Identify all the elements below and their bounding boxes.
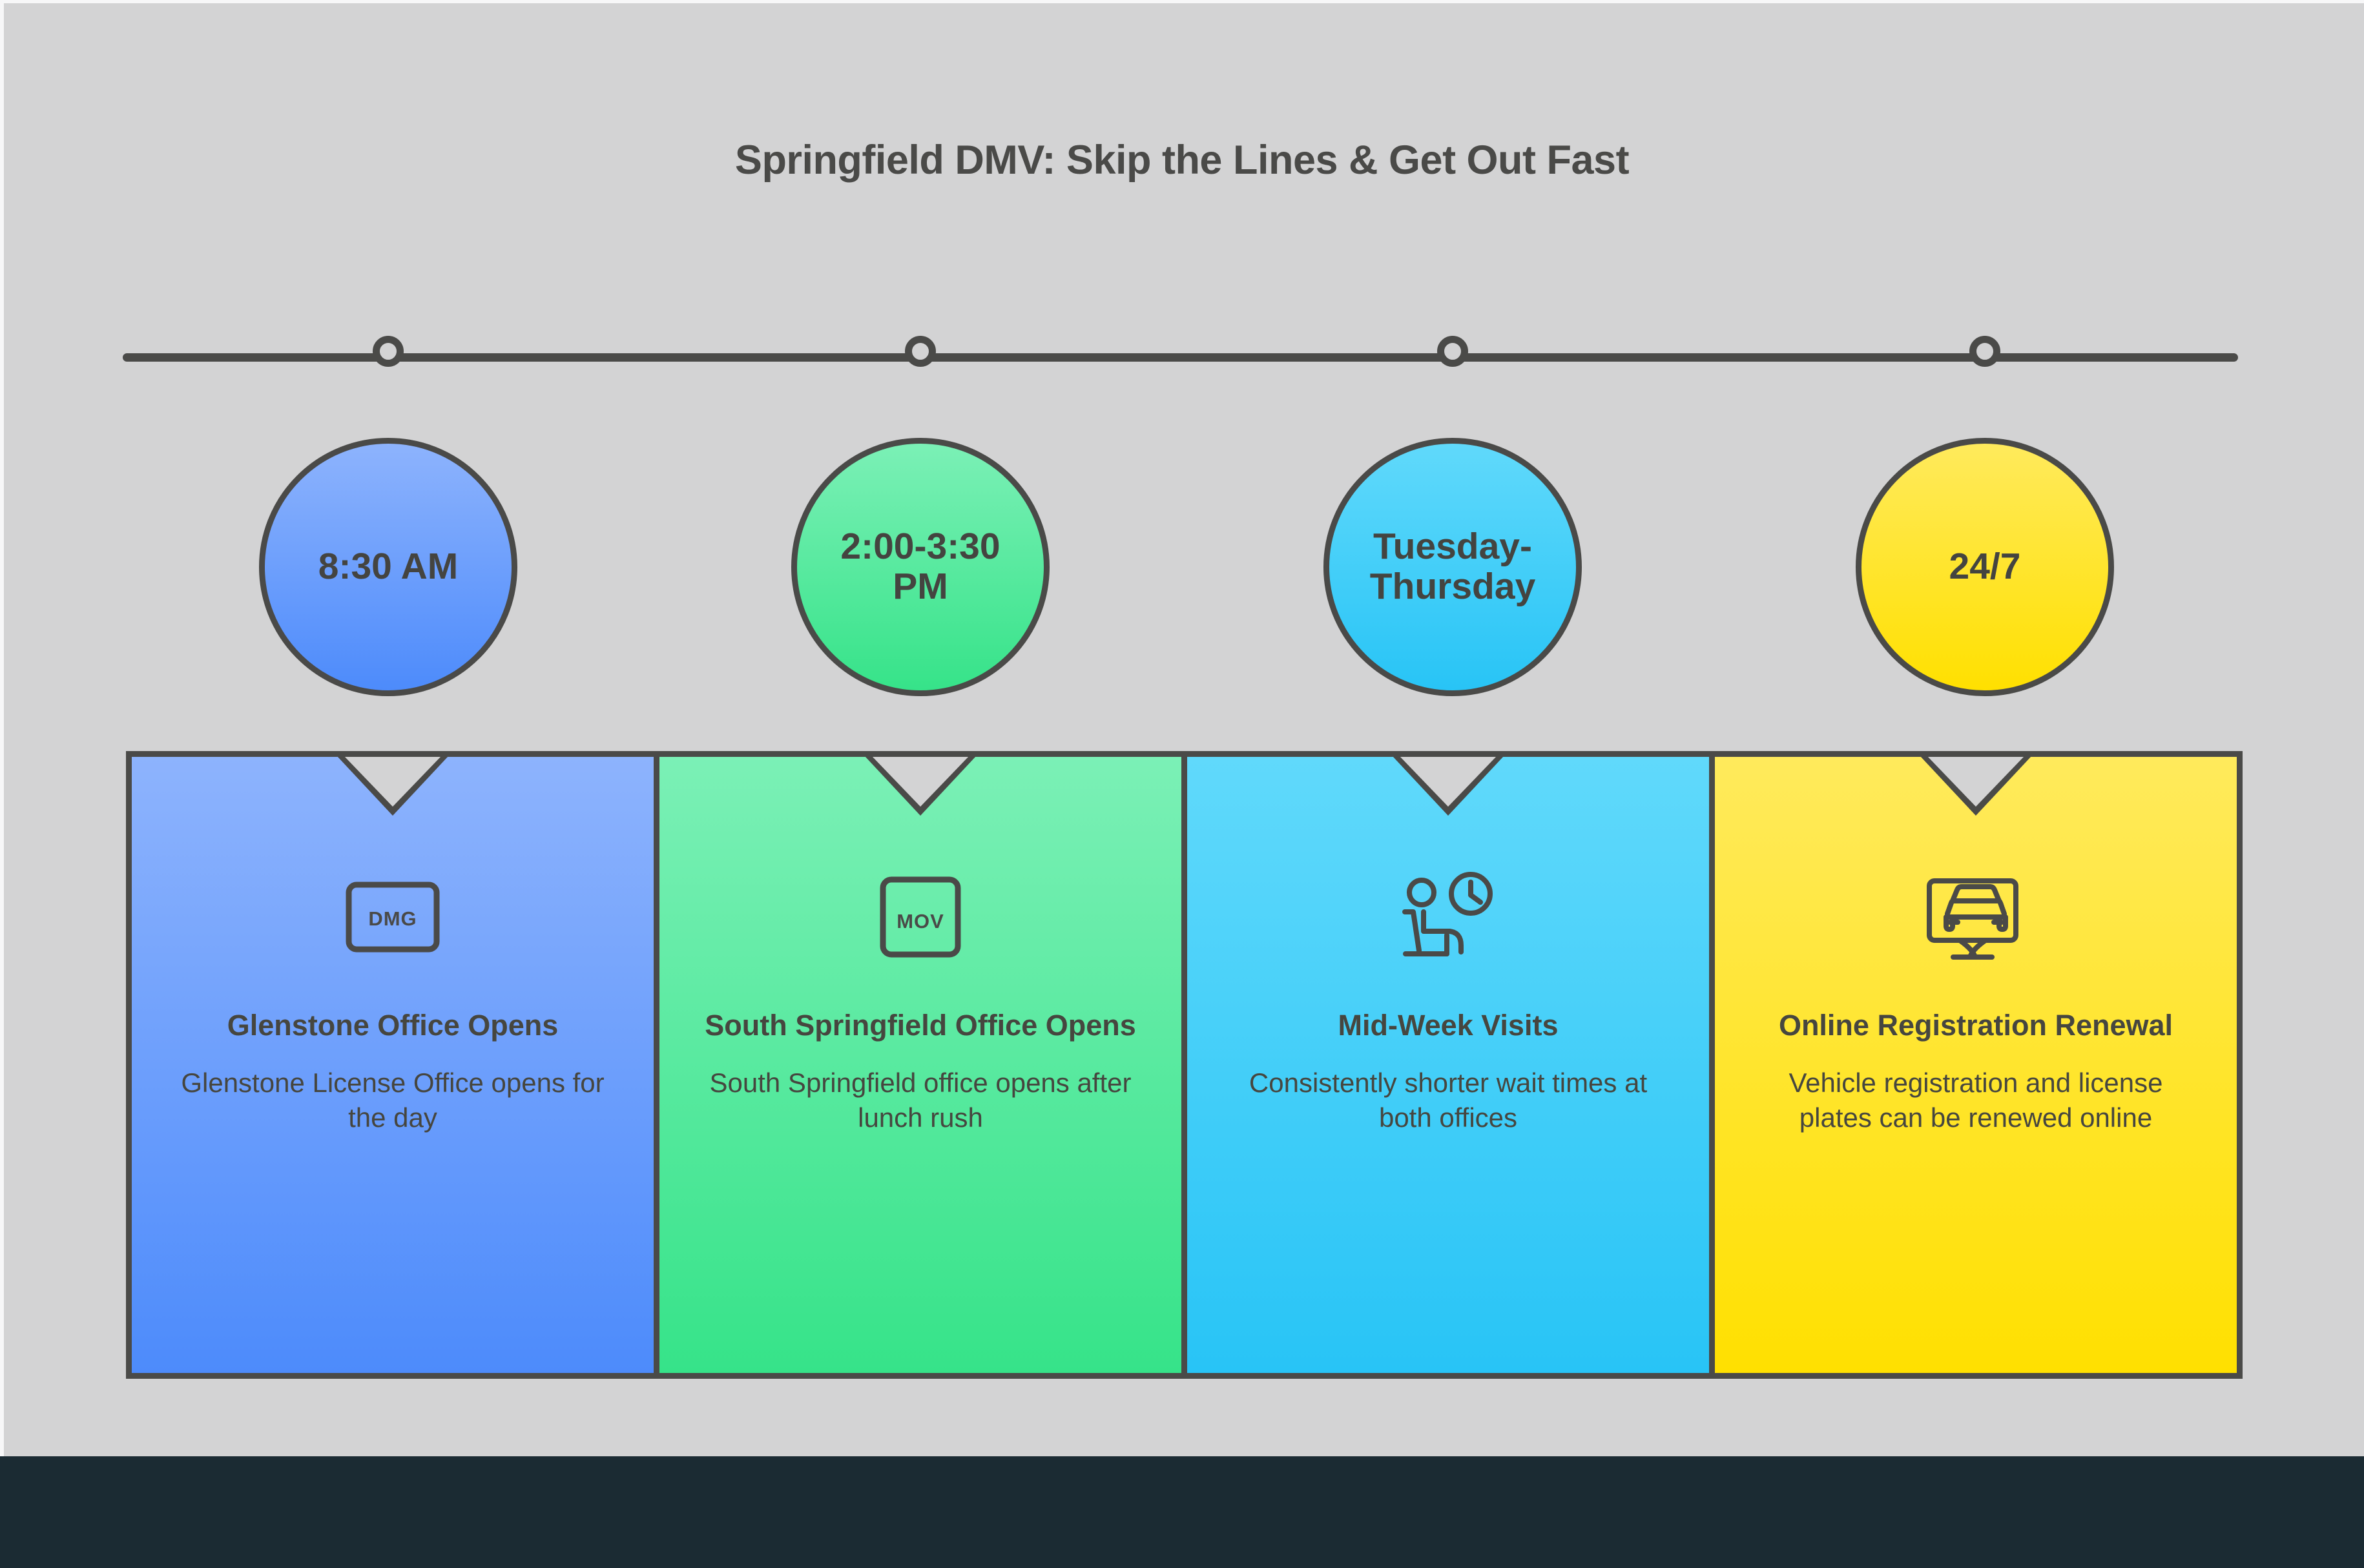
step-badge-3[interactable]: Tuesday-Thursday bbox=[1323, 438, 1582, 696]
card-notch-4 bbox=[1927, 757, 2024, 807]
step-card-desc-4: Vehicle registration and license plates … bbox=[1789, 1068, 2163, 1133]
step-card-2[interactable]: MOV South Springfield Office Opens South… bbox=[654, 757, 1181, 1373]
step-badge-1[interactable]: 8:30 AM bbox=[259, 438, 517, 696]
step-card-desc-3: Consistently shorter wait times at both … bbox=[1249, 1068, 1648, 1133]
timeline-marker-4[interactable] bbox=[1969, 336, 2000, 367]
svg-text:DMG: DMG bbox=[368, 907, 417, 930]
step-badge-label-2: 2:00-3:30 PM bbox=[840, 526, 1001, 607]
card-notch-1 bbox=[344, 757, 441, 807]
timeline-marker-3[interactable] bbox=[1437, 336, 1468, 367]
step-card-title-3: Mid-Week Visits bbox=[1338, 1009, 1559, 1042]
step-badge-2[interactable]: 2:00-3:30 PM bbox=[791, 438, 1050, 696]
seated-person-clock-icon bbox=[1396, 865, 1500, 969]
step-card-title-1: Glenstone Office Opens bbox=[227, 1009, 559, 1042]
footer-bar bbox=[0, 1456, 2364, 1568]
step-badge-label-1: 8:30 AM bbox=[318, 546, 459, 588]
step-card-4[interactable]: Online Registration Renewal Vehicle regi… bbox=[1709, 757, 2237, 1373]
step-badge-label-3: Tuesday-Thursday bbox=[1369, 526, 1536, 607]
step-card-title-2: South Springfield Office Opens bbox=[705, 1009, 1136, 1042]
card-notch-2 bbox=[872, 757, 969, 807]
timeline-marker-2[interactable] bbox=[905, 336, 936, 367]
step-badge-4[interactable]: 24/7 bbox=[1856, 438, 2114, 696]
monitor-car-icon bbox=[1924, 865, 2027, 969]
step-card-row: DMG Glenstone Office Opens Glenstone Lic… bbox=[126, 751, 2243, 1379]
page-title: Springfield DMV: Skip the Lines & Get Ou… bbox=[734, 138, 1630, 183]
step-card-1[interactable]: DMG Glenstone Office Opens Glenstone Lic… bbox=[132, 757, 654, 1373]
step-badge-label-4: 24/7 bbox=[1949, 546, 2021, 588]
timeline-marker-1[interactable] bbox=[373, 336, 404, 367]
license-card-dmg-icon: DMG bbox=[345, 865, 441, 969]
card-notch-3 bbox=[1400, 757, 1497, 807]
step-card-desc-1: Glenstone License Office opens for the d… bbox=[181, 1068, 605, 1133]
vehicle-card-mov-icon: MOV bbox=[878, 865, 962, 969]
step-card-3[interactable]: Mid-Week Visits Consistently shorter wai… bbox=[1181, 757, 1709, 1373]
step-card-title-4: Online Registration Renewal bbox=[1778, 1009, 2173, 1042]
svg-text:MOV: MOV bbox=[897, 910, 944, 933]
timeline-rail bbox=[123, 353, 2238, 362]
step-card-desc-2: South Springfield office opens after lun… bbox=[709, 1068, 1132, 1133]
